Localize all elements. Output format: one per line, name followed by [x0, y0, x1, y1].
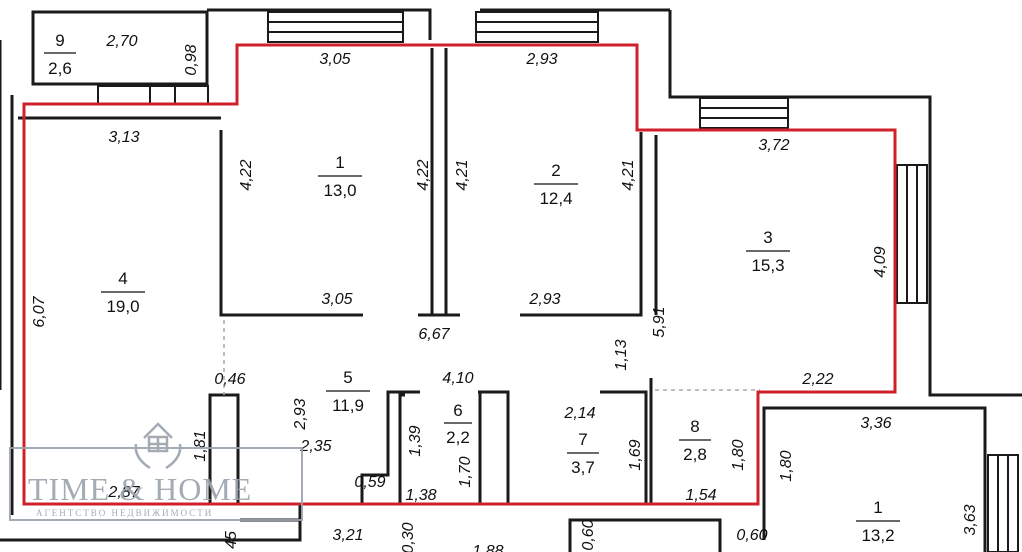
room-1b-number: 1 [873, 498, 882, 517]
dim-label: 1,80 [730, 439, 747, 470]
room-8-area: 2,8 [683, 445, 707, 464]
dim-label: 3,72 [758, 137, 789, 154]
apartment-outline [22, 43, 897, 506]
dim-label: 1,81 [192, 430, 209, 461]
dim-label: 3,13 [108, 129, 139, 146]
room-3-number: 3 [763, 228, 772, 247]
room-9-area: 2,6 [48, 59, 72, 78]
dim-label: 1,39 [407, 425, 424, 456]
room-6-number: 6 [453, 401, 462, 420]
dim-label: 4,22 [238, 159, 255, 190]
room-3-area: 15,3 [751, 256, 784, 275]
room-labels: 9 2,6 1 13,0 2 12,4 3 15,3 4 19,0 5 11,9… [44, 31, 900, 545]
window-room-2 [475, 11, 599, 43]
room-1b-area: 13,2 [861, 526, 894, 545]
dim-label: 0,59 [354, 474, 385, 491]
dim-label: 2,22 [801, 371, 833, 388]
dim-label: 4,10 [442, 370, 473, 387]
dim-label: 1,38 [405, 487, 436, 504]
dim-label: 2,35 [299, 438, 331, 455]
window-neighbour-right [987, 454, 1019, 552]
watermark-subtitle: АГЕНТСТВО НЕДВИЖИМОСТИ [36, 508, 213, 518]
dim-label: 1,54 [685, 487, 716, 504]
dim-label: 1,70 [457, 456, 474, 487]
watermark-brand: TIME & HOME [28, 471, 252, 507]
dim-label: 2,70 [105, 33, 137, 50]
dim-label: 1,13 [613, 339, 630, 370]
room-1-area: 13,0 [323, 181, 356, 200]
dim-label: 6,67 [418, 326, 450, 343]
room-5-number: 5 [343, 368, 352, 387]
room-9-number: 9 [55, 31, 64, 50]
dim-label: 4,09 [872, 246, 889, 277]
dim-label: 0,30 [400, 522, 417, 552]
dim-label: 0,60 [736, 527, 767, 544]
dim-label: 5,91 [651, 306, 668, 337]
room-2-number: 2 [551, 161, 560, 180]
dim-label: 0,46 [214, 371, 245, 388]
watermark: TIME & HOME АГЕНТСТВО НЕДВИЖИМОСТИ [9, 422, 303, 521]
window-room-3-right [896, 164, 928, 304]
house-hands-icon [134, 422, 182, 470]
room-4-number: 4 [118, 269, 127, 288]
dim-label: 1,88 [472, 543, 503, 552]
room-4-area: 19,0 [106, 297, 139, 316]
window-balcony-door [97, 85, 209, 105]
room-2-area: 12,4 [539, 189, 572, 208]
dim-label: 2,93 [292, 398, 309, 430]
dim-label: 2,93 [528, 291, 560, 308]
dim-label: 4,22 [415, 159, 432, 190]
dim-label: 2,14 [563, 405, 595, 422]
room-5-area: 11,9 [332, 396, 364, 415]
room-7-area: 3,7 [571, 458, 595, 477]
dim-label: 3,21 [332, 527, 363, 544]
dim-label: 0,98 [183, 44, 200, 75]
dim-label: 3,05 [319, 51, 350, 68]
dim-label: 4,21 [454, 159, 471, 190]
window-room-1 [267, 11, 404, 43]
dim-label: 1,69 [627, 439, 644, 470]
room-8-number: 8 [690, 417, 699, 436]
dim-label: 3,05 [321, 291, 352, 308]
dimension-labels: 2,70 0,98 3,05 2,93 3,13 3,72 4,22 4,22 … [31, 33, 979, 552]
window-room-3-top [699, 97, 789, 129]
room-6-area: 2,2 [446, 428, 470, 447]
dim-label: 3,63 [962, 504, 979, 535]
dim-label: 6,07 [31, 295, 48, 327]
dim-label: 45 [223, 531, 240, 549]
dim-label: 4,21 [620, 159, 637, 190]
dim-label: 3,36 [860, 415, 891, 432]
dim-label: 1,80 [778, 450, 795, 481]
room-1-number: 1 [335, 153, 344, 172]
dim-label: 2,87 [107, 484, 140, 501]
openings [223, 320, 760, 395]
room-7-number: 7 [578, 430, 587, 449]
dim-label: 2,93 [525, 51, 557, 68]
windows [97, 11, 1019, 552]
dim-label: 0,60 [580, 519, 597, 550]
